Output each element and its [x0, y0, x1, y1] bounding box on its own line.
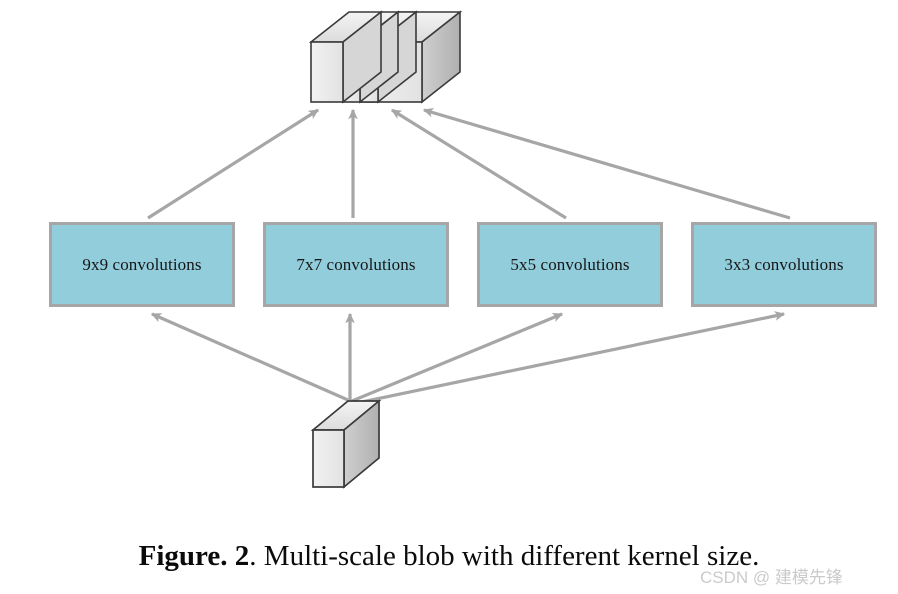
- edge-input-to-conv5: [351, 312, 564, 403]
- slab-front-face: [310, 41, 344, 103]
- conv-box-7x7[interactable]: 7x7 convolutions: [263, 222, 449, 307]
- edge-input-to-conv3: [351, 311, 786, 406]
- conv-box-3x3-label: 3x3 convolutions: [724, 254, 844, 274]
- input-blob-front-face: [312, 429, 345, 488]
- conv-box-7x7-label: 7x7 convolutions: [296, 254, 416, 274]
- edges-input-to-convolutions: [150, 311, 786, 406]
- output-blob-slab-1: [308, 10, 384, 104]
- conv-box-5x5[interactable]: 5x5 convolutions: [477, 222, 663, 307]
- edge-input-to-conv9: [150, 312, 349, 402]
- conv-box-9x9-label: 9x9 convolutions: [82, 254, 202, 274]
- edge-conv3-to-output: [422, 108, 791, 220]
- input-blob: [310, 399, 382, 489]
- conv-box-5x5-label: 5x5 convolutions: [510, 254, 630, 274]
- edges-convolutions-to-output: [147, 108, 791, 220]
- edge-conv5-to-output: [390, 108, 567, 220]
- figure-caption-number: Figure. 2: [138, 540, 250, 572]
- conv-box-9x9[interactable]: 9x9 convolutions: [49, 222, 235, 307]
- figure-caption: Figure. 2. Multi-scale blob with differe…: [0, 540, 898, 573]
- output-blob: [308, 10, 463, 104]
- edge-conv9-to-output: [147, 108, 320, 220]
- figure-caption-text: . Multi-scale blob with different kernel…: [249, 540, 760, 572]
- conv-box-3x3[interactable]: 3x3 convolutions: [691, 222, 877, 307]
